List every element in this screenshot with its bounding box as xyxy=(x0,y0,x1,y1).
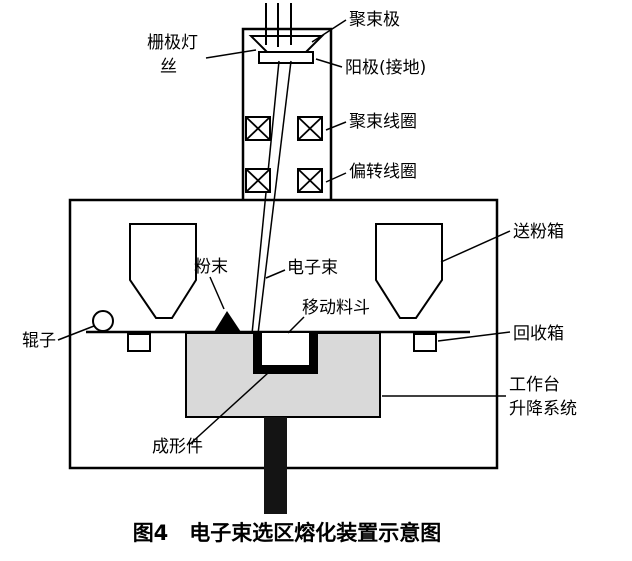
electron-beam-line-left xyxy=(251,60,280,335)
leader-focusing-electrode xyxy=(311,19,347,43)
electron-gun-column xyxy=(241,27,333,200)
figure-caption: 图4 电子束选区熔化装置示意图 xyxy=(133,521,442,545)
focusing-coil-left xyxy=(245,116,271,141)
coil-x-diagonal xyxy=(245,116,271,141)
recovery-box-left xyxy=(127,333,151,352)
moving-hopper-interior xyxy=(262,333,309,365)
recovery-box-right xyxy=(413,333,437,352)
leader-recovery-box xyxy=(437,331,511,342)
label-electron-beam: 电子束 xyxy=(287,258,338,278)
electron-beam-line-right xyxy=(257,60,292,335)
label-anode: 阳极(接地) xyxy=(345,58,426,78)
moving-hopper-u xyxy=(253,333,318,374)
leader-roller xyxy=(57,325,95,341)
powder-hopper-right xyxy=(375,223,443,319)
leader-powder xyxy=(209,276,225,310)
coil-x-diagonal xyxy=(297,168,323,193)
leader-moving-hopper xyxy=(287,316,305,334)
leader-formed-part xyxy=(189,372,269,445)
leader-deflection-coil xyxy=(325,172,347,183)
label-moving-hopper: 移动料斗 xyxy=(302,298,370,318)
leader-electron-beam xyxy=(265,269,286,279)
coil-x-diagonal xyxy=(297,116,323,141)
powder-pile xyxy=(214,311,241,332)
label-recovery-box: 回收箱 xyxy=(513,324,564,344)
leader-anode xyxy=(315,58,343,68)
label-powder: 粉末 xyxy=(194,257,228,277)
coil-x-diagonal xyxy=(245,168,271,193)
label-focusing-coil: 聚束线圈 xyxy=(349,112,417,132)
support-column xyxy=(264,417,287,514)
label-grid-filament-line1: 栅极灯 xyxy=(147,33,198,53)
label-deflection-coil: 偏转线圈 xyxy=(349,162,417,182)
label-focusing-electrode: 聚束极 xyxy=(349,10,400,30)
leader-powder-feed-box xyxy=(440,230,511,263)
label-roller: 辊子 xyxy=(22,331,56,351)
label-powder-feed-box: 送粉箱 xyxy=(513,222,564,242)
label-worktable-line1: 工作台 xyxy=(509,375,560,395)
leader-focusing-coil xyxy=(325,121,347,131)
label-formed-part: 成形件 xyxy=(152,437,203,457)
label-grid-filament-line2: 丝 xyxy=(160,57,177,77)
label-worktable-line2: 升降系统 xyxy=(509,399,577,419)
leader-grid-filament xyxy=(205,49,257,59)
deflection-coil-left xyxy=(245,168,271,193)
powder-hopper-left xyxy=(129,223,197,319)
roller-circle xyxy=(92,310,114,332)
focusing-coil-right xyxy=(297,116,323,141)
deflection-coil-right xyxy=(297,168,323,193)
anode-bar xyxy=(258,51,314,64)
